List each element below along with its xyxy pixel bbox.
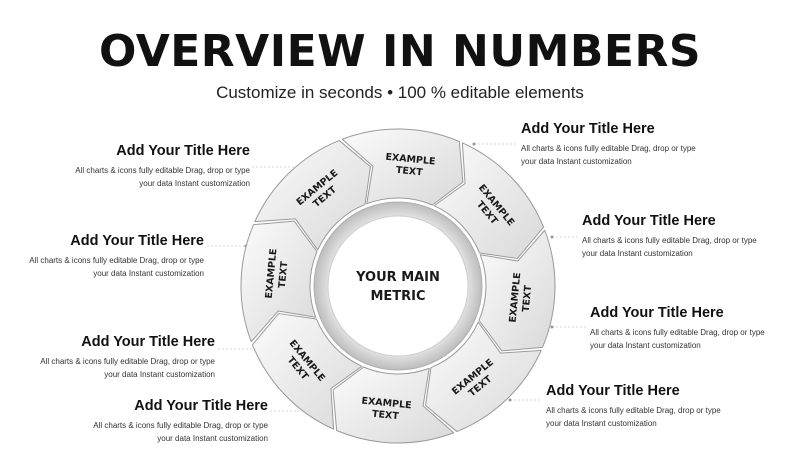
callout-title: Add Your Title Here — [134, 398, 268, 414]
segment-label-line1: EXAMPLE — [385, 152, 436, 168]
segment-label-line2: TEXT — [371, 409, 399, 423]
callout-desc-line2: your data Instant customization — [139, 179, 250, 188]
callout-desc-line1: All charts & icons fully editable Drag, … — [521, 144, 696, 153]
callout-desc-line2: your data Instant customization — [546, 419, 657, 428]
callout-right-4: Add Your Title Here All charts & icons f… — [546, 382, 786, 430]
callout-desc-line1: All charts & icons fully editable Drag, … — [582, 236, 757, 245]
page-title: OVERVIEW IN NUMBERS — [98, 26, 702, 77]
ring-segment-8 — [254, 139, 371, 251]
callout-title: Add Your Title Here — [546, 383, 680, 399]
segment-label-line2: TEXT — [395, 165, 423, 179]
callout-desc-line2: your data Instant customization — [590, 341, 701, 350]
center-metric-line2: METRIC — [370, 289, 425, 304]
callout-desc-line1: All charts & icons fully editable Drag, … — [93, 421, 268, 430]
ring-segment-1 — [341, 128, 464, 206]
callout-right-2: Add Your Title Here All charts & icons f… — [582, 212, 800, 260]
callout-desc-line2: your data Instant customization — [582, 249, 693, 258]
center-disc — [327, 215, 469, 357]
callout-title: Add Your Title Here — [81, 334, 215, 350]
ring-segment-2 — [433, 142, 545, 259]
segment-label-line2: TEXT — [521, 284, 535, 312]
callout-desc-line1: All charts & icons fully editable Drag, … — [590, 328, 765, 337]
callout-desc-line2: your data Instant customization — [521, 157, 632, 166]
ring-segment-3 — [478, 229, 556, 352]
callout-right-1: Add Your Title Here All charts & icons f… — [521, 120, 761, 168]
callout-desc-line1: All charts & icons fully editable Drag, … — [75, 166, 250, 175]
callout-title: Add Your Title Here — [116, 143, 250, 159]
callout-desc-line1: All charts & icons fully editable Drag, … — [40, 357, 215, 366]
ring-segments — [240, 128, 556, 444]
callout-desc-line2: your data Instant customization — [157, 434, 268, 443]
segment-label-line2: TEXT — [277, 260, 291, 288]
callout-desc-line1: All charts & icons fully editable Drag, … — [546, 406, 721, 415]
callout-left-2: Add Your Title Here All charts & icons f… — [0, 232, 204, 280]
callout-title: Add Your Title Here — [521, 121, 655, 137]
ring-segment-7 — [240, 220, 318, 343]
segment-label-line1: EXAMPLE — [508, 272, 524, 323]
ring-segment-4 — [425, 321, 542, 433]
page-subtitle: Customize in seconds • 100 % editable el… — [216, 83, 584, 102]
segment-label-line1: EXAMPLE — [264, 248, 280, 299]
callout-left-4: Add Your Title Here All charts & icons f… — [28, 397, 268, 445]
callout-desc-line1: All charts & icons fully editable Drag, … — [29, 256, 204, 265]
ring-segment-5 — [332, 366, 455, 444]
callout-desc-line2: your data Instant customization — [93, 269, 204, 278]
callout-desc-line2: your data Instant customization — [104, 370, 215, 379]
center-metric-line1: YOUR MAIN — [355, 270, 440, 285]
callout-title: Add Your Title Here — [582, 213, 716, 229]
callout-title: Add Your Title Here — [590, 305, 724, 321]
callout-left-1: Add Your Title Here All charts & icons f… — [10, 142, 250, 190]
ring-segment-6 — [251, 313, 363, 430]
callout-right-3: Add Your Title Here All charts & icons f… — [590, 304, 800, 352]
segment-label-line1: EXAMPLE — [361, 396, 412, 412]
callout-title: Add Your Title Here — [70, 233, 204, 249]
callout-left-3: Add Your Title Here All charts & icons f… — [0, 333, 215, 381]
